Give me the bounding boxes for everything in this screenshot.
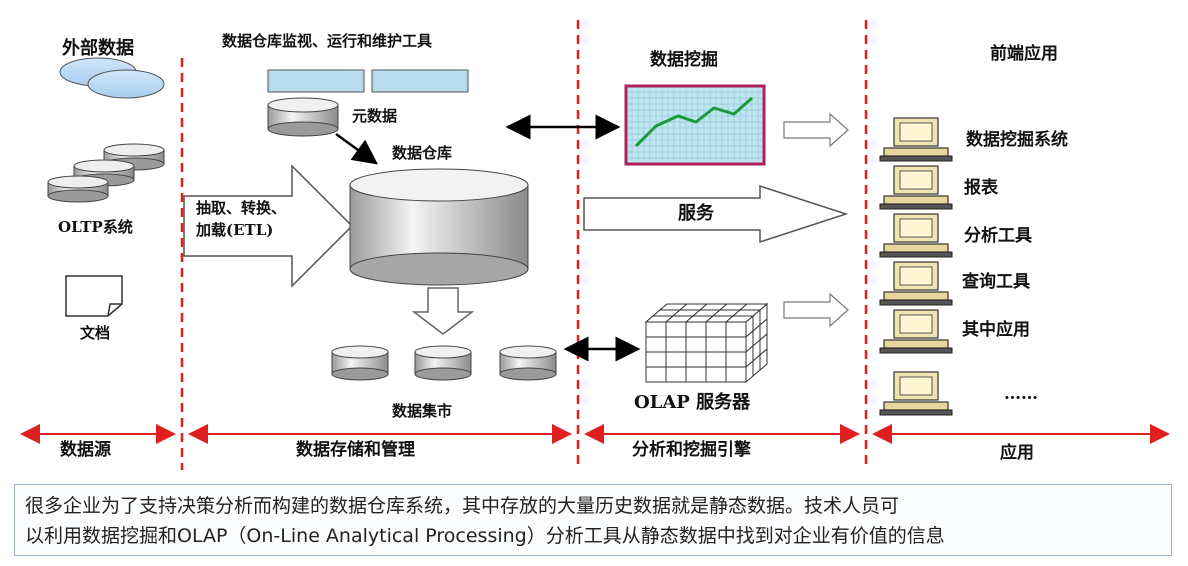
warehouse-label: 数据仓库 <box>392 144 453 162</box>
oltp-database-icon <box>47 143 165 203</box>
olap-server-label: OLAP 服务器 <box>634 392 751 413</box>
band-label-engine: 分析和挖掘引擎 <box>632 440 751 460</box>
metadata-to-warehouse-arrow <box>335 132 379 165</box>
external-data-label: 外部数据 <box>62 38 134 59</box>
computer-icon <box>879 165 953 210</box>
caption-line-1: 很多企业为了支持决策分析而构建的数据仓库系统，其中存放的大量历史数据就是静态数据… <box>25 495 900 517</box>
oltp-label: OLTP系统 <box>58 218 133 236</box>
data-marts-label: 数据集市 <box>392 402 453 420</box>
olap-to-app-arrow <box>783 292 849 328</box>
frontend-app-item: 查询工具 <box>962 272 1030 292</box>
computer-icon <box>879 117 953 162</box>
etl-arrow <box>183 164 354 288</box>
monitor-tool-bar-2 <box>371 69 469 93</box>
document-icon <box>65 275 123 317</box>
etl-label-line1: 抽取、转换、 <box>196 199 287 217</box>
frontend-label: 前端应用 <box>990 44 1058 64</box>
data-mining-label: 数据挖掘 <box>650 50 718 70</box>
monitor-tools-label: 数据仓库监视、运行和维护工具 <box>222 32 433 50</box>
service-label: 服务 <box>678 203 714 224</box>
metadata-cylinder-icon <box>267 97 339 137</box>
olap-cube-icon <box>644 302 769 384</box>
band-label-source: 数据源 <box>60 440 111 460</box>
computer-icon <box>879 309 953 354</box>
frontend-app-item: 数据挖掘系统 <box>966 130 1068 150</box>
monitor-tool-bar-1 <box>267 69 365 93</box>
computer-icon <box>879 371 953 416</box>
band-label-storage: 数据存储和管理 <box>296 440 415 460</box>
data-mining-chart-icon <box>624 84 766 166</box>
document-label: 文档 <box>80 324 111 342</box>
warehouse-cylinder-icon <box>349 168 529 286</box>
frontend-app-item: …… <box>1004 384 1038 404</box>
band-label-app: 应用 <box>1000 443 1034 463</box>
computer-icon <box>879 213 953 258</box>
etl-label-line2: 加载(ETL) <box>196 221 274 239</box>
frontend-app-item: 分析工具 <box>964 226 1032 246</box>
frontend-app-item: 报表 <box>964 178 998 198</box>
service-arrow <box>583 184 849 244</box>
warehouse-to-mart-arrow <box>411 287 475 335</box>
caption-box: 很多企业为了支持决策分析而构建的数据仓库系统，其中存放的大量历史数据就是静态数据… <box>14 484 1172 556</box>
caption-line-2: 以利用数据挖掘和OLAP（On-Line Analytical Processi… <box>25 525 945 547</box>
frontend-computer-icons <box>879 117 953 416</box>
computer-icon <box>879 261 953 306</box>
data-mart-icons <box>331 345 557 381</box>
frontend-app-item: 其中应用 <box>962 320 1030 340</box>
metadata-label: 元数据 <box>352 107 398 125</box>
external-data-icon <box>59 57 165 99</box>
mining-to-app-arrow <box>783 112 849 148</box>
